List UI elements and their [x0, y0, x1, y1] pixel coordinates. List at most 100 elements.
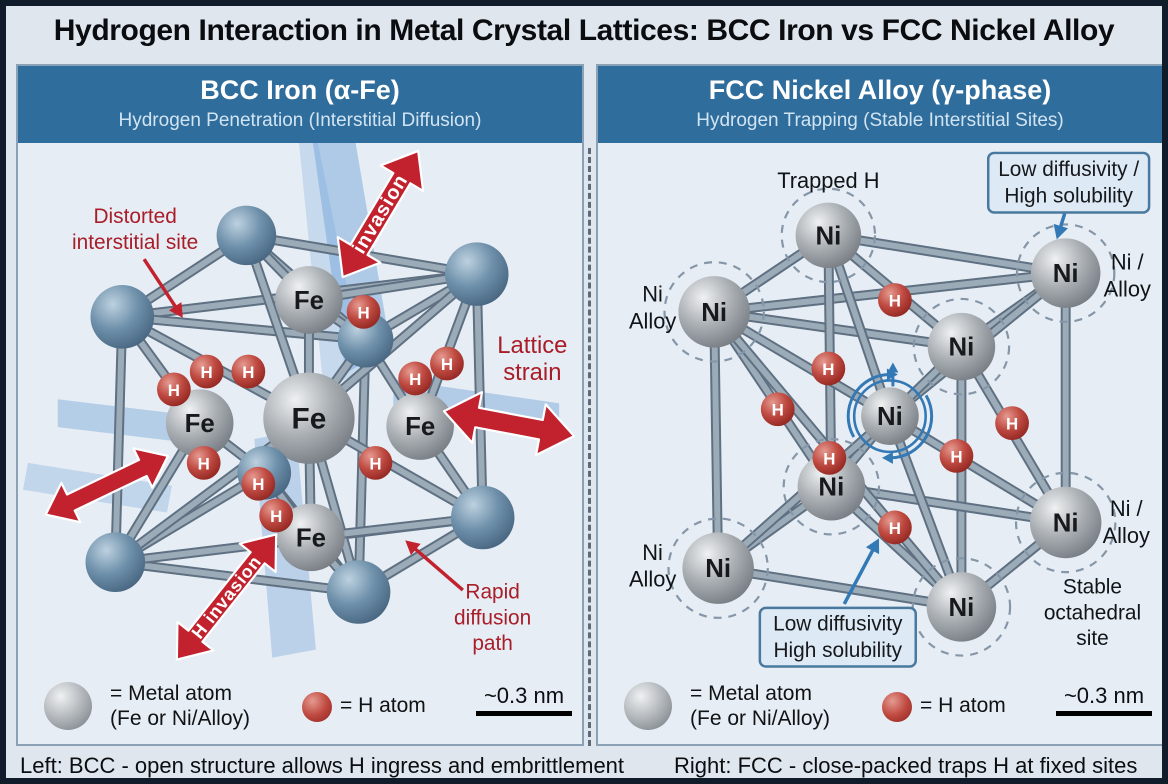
h-atom-label: H [369, 454, 381, 473]
scale-bar-line [476, 711, 572, 716]
h-atom: H [259, 498, 294, 533]
metal-atom: Ni [927, 312, 996, 381]
strain-arrow-left [44, 447, 170, 524]
metal-atom-label: Ni [949, 594, 975, 622]
rapid-diffusion-label: Rapid [465, 581, 519, 604]
lattice-corner-atom [85, 532, 146, 593]
metal-atom-legend-icon [44, 682, 92, 730]
h-atom: H [430, 346, 464, 381]
h-atom: H [186, 445, 221, 480]
h-atom-label: H [772, 401, 784, 420]
diffusion-path-pointer [411, 545, 464, 592]
metal-atom: Fe [275, 266, 343, 334]
h-atom: H [157, 372, 191, 407]
bond-highlight [711, 308, 965, 350]
metal-atom-label: Ni [701, 299, 727, 327]
rapid-diffusion-label: path [472, 632, 513, 655]
low-diffusivity-box-top [986, 151, 1151, 214]
metal-atom-label: Ni [877, 403, 903, 431]
metal-atom: Fe [277, 503, 345, 572]
bottom-box-pointer [842, 546, 876, 605]
trap-site-dashed-circle [1015, 223, 1116, 323]
bcc-header-title: BCC Iron (α-Fe) [200, 75, 400, 105]
low-diffusivity-box-top-label: Low diffusivity / [998, 158, 1139, 181]
diffusion-path-pointer-head [405, 540, 421, 556]
metal-atom: Ni [846, 362, 934, 464]
metal-atom-label: Ni [1053, 260, 1079, 288]
h-atom: H [398, 361, 433, 396]
fcc-header: FCC Nickel Alloy (γ-phase) Hydrogen Trap… [598, 66, 1162, 143]
ni-alloy-label-mid-right: Alloy [1103, 523, 1150, 548]
h-invasion-arrow [175, 533, 278, 661]
lattice-corner-atom [450, 485, 515, 550]
ni-alloy-label-mid-right: Ni / [1110, 496, 1144, 521]
ni-alloy-label-bottom-left: Ni [642, 540, 663, 565]
h-atom: H [241, 466, 276, 501]
bond-highlight [711, 308, 722, 572]
h-atom: H [878, 283, 912, 317]
metal-atom: Fe [386, 392, 454, 460]
metal-atom-label: Ni [705, 555, 731, 583]
page-title: Hydrogen Interaction in Metal Crystal La… [53, 14, 1115, 47]
ni-alloy-label-bottom-left: Alloy [629, 567, 676, 592]
h-atom-label: H [823, 449, 835, 468]
bcc-panel: BCC Iron (α-Fe) Hydrogen Penetration (In… [16, 64, 584, 746]
scale-bar-line [1056, 711, 1152, 716]
lattice-strain-label: strain [503, 359, 561, 386]
metal-atom-label: Fe [405, 413, 435, 441]
metal-atom: Ni [1030, 238, 1101, 308]
h-atom-label: H [198, 454, 210, 473]
h-atom-label: H [950, 447, 962, 466]
metal-atom: Ni [1029, 486, 1102, 559]
bond-highlight [825, 232, 1069, 277]
legend-h-label: = H atom [920, 694, 1006, 717]
bond-highlight [119, 313, 369, 343]
h-atom: H [939, 439, 974, 473]
fcc-header-subtitle: Hydrogen Trapping (Stable Interstitial S… [696, 110, 1064, 131]
metal-atom-label: Fe [185, 410, 215, 438]
metal-atom-label: Ni [815, 222, 841, 250]
metal-atom: Ni [682, 532, 754, 604]
distorted-site-pointer-head [168, 302, 183, 318]
h-atom-label: H [270, 507, 282, 526]
metal-atom: Ni [926, 572, 997, 642]
rotation-arrow-arc [846, 372, 890, 438]
metal-atom-label: Ni [949, 334, 975, 362]
metal-atom-label: Fe [296, 524, 326, 552]
legend-metal-label: = Metal atom (Fe or Ni/Alloy) [110, 682, 251, 730]
ni-alloy-label-top-right: Alloy [1104, 277, 1151, 302]
scale-bar-label: ~0.3 nm [483, 683, 565, 708]
lattice-corner-atom [326, 560, 391, 624]
caption-right: Right: FCC - close-packed traps H at fix… [674, 753, 1138, 778]
bcc-legend: = Metal atom (Fe or Ni/Alloy) = H atom ~… [18, 673, 582, 739]
trap-site-dashed-circle [911, 557, 1012, 657]
legend-h-label: = H atom [340, 694, 426, 717]
rotation-circle [852, 379, 927, 454]
metal-atom-label: Fe [294, 287, 324, 315]
trap-site-dashed-circle [912, 297, 1011, 396]
caption-left: Left: BCC - open structure allows H ingr… [20, 753, 625, 778]
metal-atom: Ni [678, 276, 750, 348]
metal-atom-label: Ni [818, 474, 844, 502]
lattice-corner-atom [90, 285, 155, 349]
stable-site-label: Stable [1063, 576, 1122, 599]
h-atom-label: H [357, 303, 369, 322]
h-atom-label: H [242, 363, 254, 382]
trapped-h-label: Trapped H [777, 168, 879, 193]
metal-atom: Ni [795, 202, 862, 269]
top-box-pointer-head [1053, 223, 1068, 240]
lattice-corner-atom [444, 242, 509, 306]
rapid-diffusion-label: diffusion [454, 606, 531, 629]
fcc-header-title: FCC Nickel Alloy (γ-phase) [708, 75, 1052, 105]
h-atom-label: H [889, 519, 901, 538]
bcc-header: BCC Iron (α-Fe) Hydrogen Penetration (In… [18, 66, 582, 143]
low-diffusivity-box-bottom-label: Low diffusivity [773, 612, 903, 635]
low-diffusivity-box-bottom [758, 606, 917, 668]
h-atom-label: H [1006, 415, 1018, 434]
ni-alloy-label-top-right: Ni / [1111, 250, 1145, 275]
stable-site-label: site [1076, 627, 1108, 650]
